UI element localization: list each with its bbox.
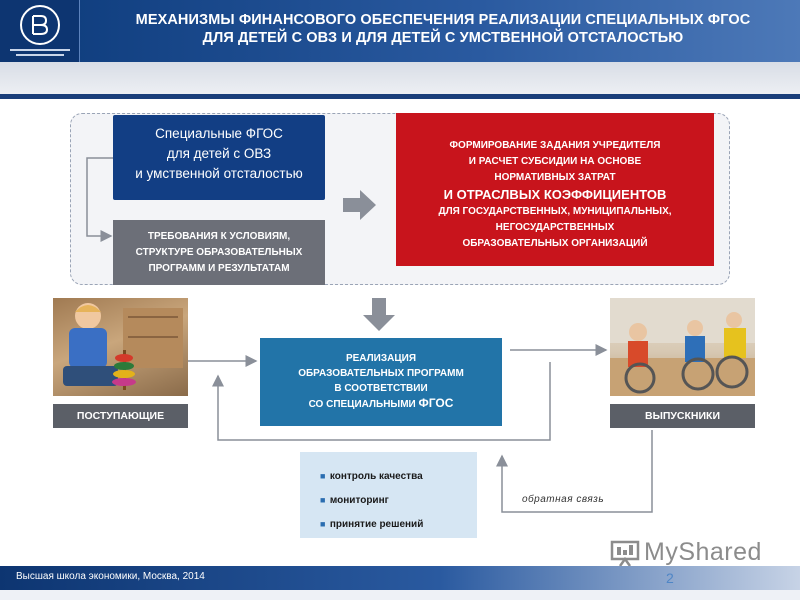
slide-title: МЕХАНИЗМЫ ФИНАНСОВОГО ОБЕСПЕЧЕНИЯ РЕАЛИЗ… [86,11,800,47]
incoming-child-photo [53,298,188,396]
watermark: MyShared [644,538,762,566]
financing-line: НЕГОСУДАРСТВЕННЫХ [495,222,615,233]
financing-line: ДЛЯ ГОСУДАРСТВЕННЫХ, МУНИЦИПАЛЬНЫХ, [438,206,672,217]
feedback-arrow [496,430,653,513]
implementation-line: РЕАЛИЗАЦИЯ [345,353,417,364]
footer-text: Высшая школа экономики, Москва, 2014 [16,571,205,582]
requirements-line: СТРУКТУРЕ ОБРАЗОВАТЕЛЬНЫХ [135,247,303,258]
standards-line: и умственной отсталостью [135,166,303,181]
incoming-label: ПОСТУПАЮЩИЕ [53,404,188,428]
block-arrow-down-icon [363,298,395,331]
slide-title-line: МЕХАНИЗМЫ ФИНАНСОВОГО ОБЕСПЕЧЕНИЯ РЕАЛИЗ… [135,12,751,28]
graduates-wheelchair-photo [610,298,755,396]
hse-logo-emblem-icon [20,5,60,45]
list-item: ■ мониторинг [320,490,389,508]
bracket-arrow [86,157,113,242]
financing-line-emphasis: И ОТРАСЛВЫХ КОЭФФИЦИЕНТОВ [443,187,667,202]
implementation-line-text: СО СПЕЦИАЛЬНЫМИ [308,399,419,410]
feedback-label: обратная связь [522,494,605,505]
bottom-strip [0,590,800,600]
financing-line: ОБРАЗОВАТЕЛЬНЫХ ОРГАНИЗАЦИЙ [462,238,648,249]
list-item: ■ принятие решений [320,514,423,532]
header-divider [0,94,800,99]
block-arrow-right-icon [343,190,376,220]
return-loop-arrow [212,362,551,441]
hse-logo-text-line [10,49,70,51]
financing-line: ФОРМИРОВАНИЕ ЗАДАНИЯ УЧРЕДИТЕЛЯ [449,140,661,151]
implementation-line-emphasis: ФГОС [418,396,454,410]
footer-bar [0,566,800,590]
bullet-icon: ■ [320,495,326,505]
list-item: ■ контроль качества [320,466,423,484]
requirements-line: ПРОГРАММ И РЕЗУЛЬТАТАМ [148,263,290,274]
requirements-box: ТРЕБОВАНИЯ К УСЛОВИЯМ, СТРУКТУРЕ ОБРАЗОВ… [113,220,325,285]
list-item-label: мониторинг [329,495,389,506]
financing-line: И РАСЧЕТ СУБСИДИИ НА ОСНОВЕ [468,156,642,167]
slide-title-line: ДЛЯ ДЕТЕЙ С ОВЗ И ДЛЯ ДЕТЕЙ С УМСТВЕННОЙ… [202,30,684,46]
standards-line: для детей с ОВЗ [166,146,272,161]
graduates-label: ВЫПУСКНИКИ [610,404,755,428]
special-standards-box: Специальные ФГОС для детей с ОВЗ и умств… [113,115,325,200]
implementation-line: СО СПЕЦИАЛЬНЫМИ ФГОС [260,396,502,412]
bullet-icon: ■ [320,471,326,481]
financing-line: НОРМАТИВНЫХ ЗАТРАТ [494,172,616,183]
header-band [0,62,800,96]
presentation-icon [610,539,640,572]
implementation-line: В СООТВЕТСТВИИ [334,383,428,394]
controls-list: ■ контроль качества ■ мониторинг ■ приня… [300,452,477,538]
financing-box: ФОРМИРОВАНИЕ ЗАДАНИЯ УЧРЕДИТЕЛЯ И РАСЧЕТ… [396,113,714,266]
standards-line: Специальные ФГОС [155,126,283,141]
list-item-label: контроль качества [329,471,423,482]
implementation-box: РЕАЛИЗАЦИЯ ОБРАЗОВАТЕЛЬНЫХ ПРОГРАММ В СО… [260,338,502,426]
header-bar [0,0,800,62]
hse-logo-text-line [16,54,64,56]
requirements-line: ТРЕБОВАНИЯ К УСЛОВИЯМ, [147,231,291,242]
bullet-icon: ■ [320,519,326,529]
list-item-label: принятие решений [329,519,424,530]
implementation-line: ОБРАЗОВАТЕЛЬНЫХ ПРОГРАММ [298,368,464,379]
page-number: 2 [666,570,674,586]
